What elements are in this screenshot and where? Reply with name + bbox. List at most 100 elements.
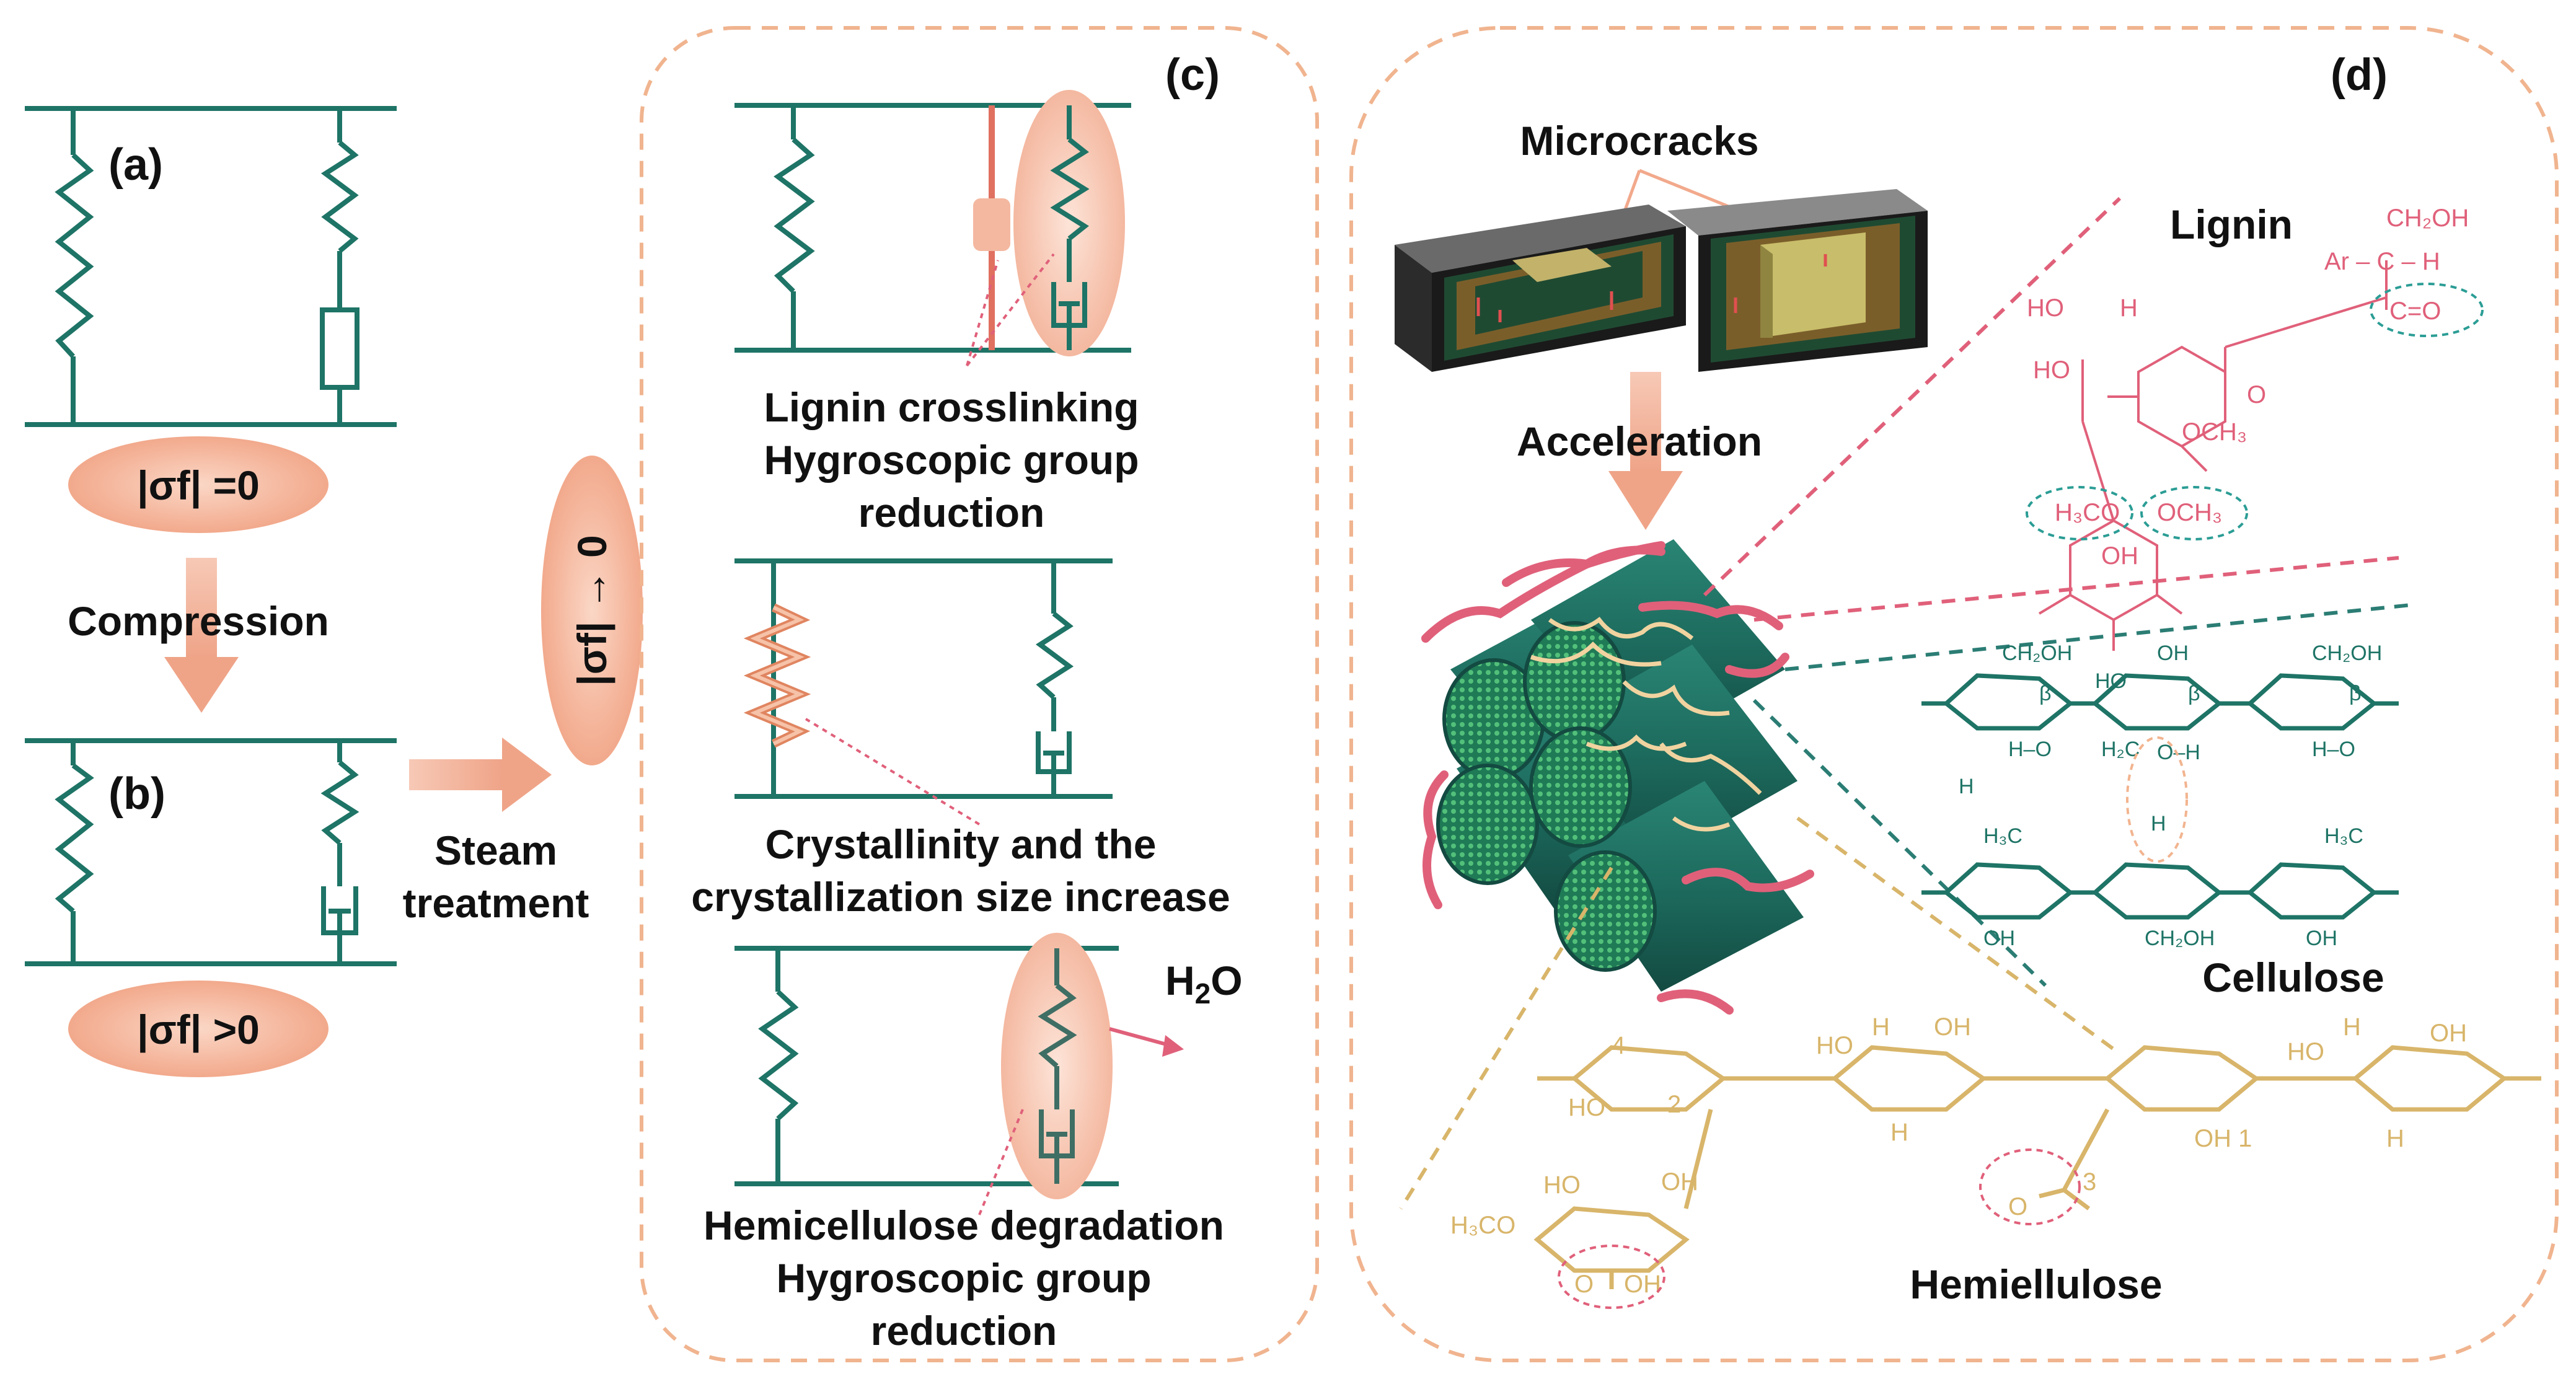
panel-a-label: (a) <box>108 140 163 190</box>
microcracks-label: Microcracks <box>1520 118 1758 164</box>
svg-text:O–H: O–H <box>2157 741 2200 764</box>
svg-text:2: 2 <box>1667 1091 1681 1118</box>
panel-c-label: (c) <box>1165 50 1220 100</box>
wood-cell-block-left <box>1395 205 1686 372</box>
svg-text:H₃CO: H₃CO <box>1450 1212 1515 1239</box>
svg-text:H: H <box>2151 812 2166 835</box>
svg-text:H: H <box>1959 775 1974 798</box>
water-label: H2O <box>1165 958 1243 1010</box>
compression-label: Compression <box>68 598 329 644</box>
svg-text:β: β <box>2188 682 2200 705</box>
svg-text:3: 3 <box>2083 1168 2096 1196</box>
svg-text:O: O <box>1574 1271 1594 1298</box>
highlight-ellipse <box>1013 90 1125 356</box>
svg-text:H: H <box>1890 1119 1908 1146</box>
svg-text:OH: OH <box>2157 641 2189 665</box>
svg-text:C=O: C=O <box>2389 298 2441 325</box>
lignin-structure: Lignin CH₂OH Ar – C – H C=O HO H HO O OC… <box>2026 201 2484 651</box>
steam-label-1: Steam <box>434 827 557 873</box>
stress-ellipse-a <box>68 436 329 533</box>
steam-arrow <box>409 738 552 812</box>
svg-text:H–O: H–O <box>2312 738 2355 761</box>
spring-dashpot-element <box>320 741 359 964</box>
stress-label-a: |σf| =0 <box>137 462 260 509</box>
svg-text:Ar – C – H: Ar – C – H <box>2324 248 2440 275</box>
svg-text:HO: HO <box>2287 1038 2324 1065</box>
wood-cell-block-right <box>1667 189 1928 372</box>
svg-text:OH: OH <box>1983 927 2015 950</box>
svg-text:CH₂OH: CH₂OH <box>2145 927 2215 950</box>
svg-text:HO: HO <box>2027 294 2064 322</box>
microcrack-marks <box>1476 254 1827 322</box>
note1-line3: reduction <box>858 490 1045 536</box>
svg-text:H–O: H–O <box>2008 738 2052 761</box>
panel-d-border <box>1349 26 2559 1362</box>
note1-line1: Lignin crosslinking <box>764 384 1139 430</box>
spring-dashpot-element <box>320 108 359 425</box>
acceleration-arrow <box>1608 372 1683 530</box>
limit-ellipse <box>541 456 643 765</box>
stress-label-b: |σf| >0 <box>137 1007 260 1054</box>
svg-text:HO: HO <box>1816 1032 1853 1059</box>
note2-line1: Crystallinity and the <box>765 821 1157 867</box>
svg-text:β: β <box>2039 682 2052 705</box>
steam-label-2: treatment <box>403 880 589 926</box>
svg-text:HO: HO <box>1543 1171 1581 1199</box>
svg-text:CH₂OH: CH₂OH <box>2386 205 2469 232</box>
stress-ellipse-b <box>68 981 329 1077</box>
panel-c-model-3 <box>734 933 1184 1215</box>
limit-label: |σf| → 0 <box>569 535 616 685</box>
svg-text:H: H <box>2386 1125 2404 1152</box>
panel-c-model-2 <box>734 558 1113 826</box>
acceleration-label: Acceleration <box>1517 418 1762 464</box>
svg-text:O: O <box>2008 1193 2027 1220</box>
spring-element <box>55 108 94 425</box>
svg-text:H: H <box>2343 1013 2361 1041</box>
crosslink-block <box>973 198 1010 251</box>
panel-d-label: (d) <box>2331 50 2388 100</box>
svg-text:H: H <box>2120 294 2138 322</box>
note3-line1: Hemicellulose degradation <box>704 1202 1224 1248</box>
svg-text:OH: OH <box>1624 1271 1661 1298</box>
svg-text:H₃C: H₃C <box>2324 824 2363 848</box>
cellulose-structure: CH₂OH OH CH₂OH HO H–O H₂C O–H H–O H H₃C … <box>1921 641 2399 1000</box>
svg-text:OH: OH <box>2430 1020 2467 1047</box>
svg-text:β: β <box>2349 682 2362 705</box>
zoom-lines <box>1399 196 2418 1210</box>
svg-text:CH₂OH: CH₂OH <box>2312 641 2382 665</box>
svg-text:H₃C: H₃C <box>1983 824 2022 848</box>
note3-line2: Hygroscopic group <box>776 1255 1151 1301</box>
note1-line2: Hygroscopic group <box>764 437 1139 483</box>
svg-text:HO: HO <box>1568 1094 1605 1121</box>
compression-arrow <box>164 558 239 713</box>
note3-line3: reduction <box>871 1308 1057 1354</box>
lignin-label: Lignin <box>2170 201 2293 247</box>
svg-text:O: O <box>2247 381 2266 408</box>
panel-b: (b) |σf| >0 <box>25 738 397 1077</box>
svg-text:OH: OH <box>2101 542 2138 570</box>
svg-text:OH: OH <box>1661 1168 1698 1196</box>
svg-text:4: 4 <box>1612 1032 1625 1059</box>
note2-line2: crystallization size increase <box>691 874 1230 920</box>
svg-text:OH 1: OH 1 <box>2194 1125 2252 1152</box>
svg-text:OH: OH <box>1934 1013 1971 1041</box>
panel-c-border <box>640 26 1319 1362</box>
hemicellulose-structure: HO 4 2 HO H OH H 3 OH 1 HO H OH H HO OH … <box>1450 1013 2541 1309</box>
svg-text:HO: HO <box>2033 356 2070 384</box>
svg-text:H₃CO: H₃CO <box>2055 499 2120 526</box>
hemicellulose-label: Hemiellulose <box>1910 1261 2162 1307</box>
panel-a: (a) |σf| =0 <box>25 106 397 533</box>
cellulose-label: Cellulose <box>2202 954 2384 1000</box>
svg-text:OCH₃: OCH₃ <box>2182 418 2247 446</box>
svg-text:OH: OH <box>2306 927 2337 950</box>
panel-b-label: (b) <box>108 769 165 819</box>
svg-text:CH₂OH: CH₂OH <box>2002 641 2072 665</box>
svg-text:H₂C: H₂C <box>2101 738 2140 761</box>
svg-text:OCH₃: OCH₃ <box>2157 499 2222 526</box>
svg-text:HO: HO <box>2095 669 2127 693</box>
panel-c-model-1 <box>734 90 1131 367</box>
svg-text:H: H <box>1872 1013 1890 1041</box>
spring-element <box>55 741 94 964</box>
